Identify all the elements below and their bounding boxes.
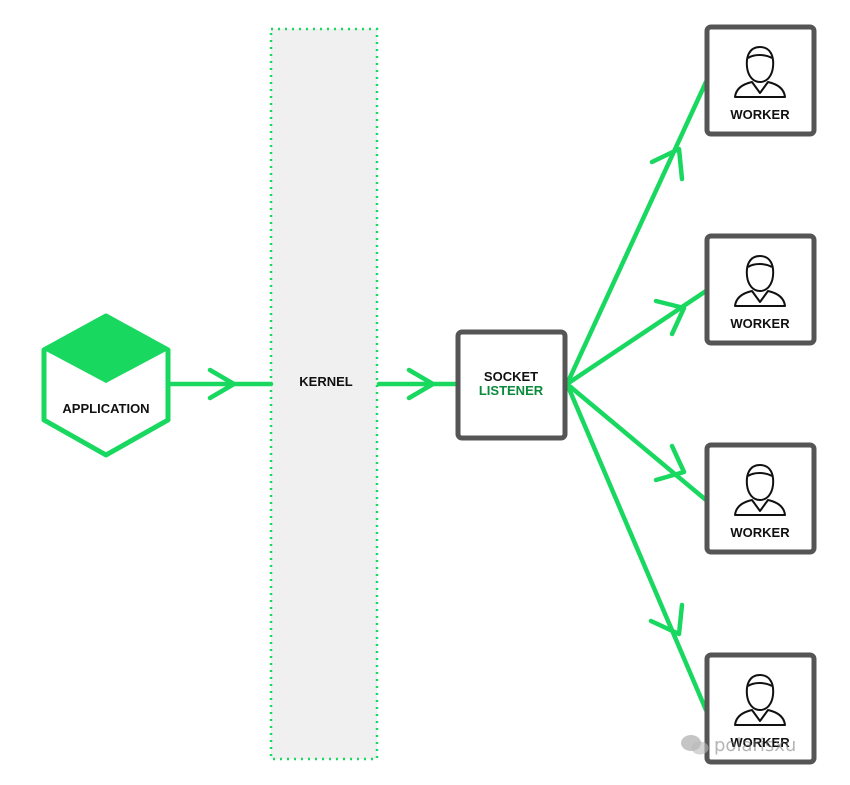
worker-box bbox=[704, 24, 817, 137]
person-icon bbox=[734, 46, 786, 98]
kernel-label: KERNEL bbox=[299, 374, 353, 389]
socket-listener-box bbox=[455, 329, 568, 441]
watermark-text: polarisxu bbox=[714, 734, 797, 756]
worker-box bbox=[704, 442, 817, 555]
worker-node-4: WORKER bbox=[704, 652, 817, 765]
worker-label: WORKER bbox=[730, 735, 790, 750]
arrow-socket-to-worker-1 bbox=[564, 79, 709, 387]
application-label: APPLICATION bbox=[62, 401, 149, 416]
watermark: polarisxu bbox=[680, 732, 796, 758]
worker-box bbox=[704, 652, 817, 765]
person-icon bbox=[734, 674, 786, 726]
kernel-layer: KERNEL bbox=[269, 27, 379, 761]
listener-label: LISTENER bbox=[479, 383, 544, 398]
hexagon-cube-top bbox=[44, 316, 168, 383]
arrow-kernel-to-socket bbox=[376, 367, 459, 401]
worker-label: WORKER bbox=[730, 107, 790, 122]
worker-box bbox=[704, 233, 817, 346]
person-icon bbox=[734, 464, 786, 516]
worker-node-2: WORKER bbox=[704, 233, 817, 346]
application-node: APPLICATION bbox=[41, 313, 171, 458]
wechat-icon bbox=[681, 735, 709, 755]
arrow-socket-to-worker-2 bbox=[564, 288, 709, 387]
arrow-socket-to-worker-4 bbox=[564, 381, 709, 713]
socket-label: SOCKET bbox=[484, 369, 538, 384]
socket-listener-node: SOCKET LISTENER bbox=[455, 329, 568, 441]
kernel-column bbox=[269, 27, 379, 761]
person-icon bbox=[734, 255, 786, 307]
connectors bbox=[166, 79, 709, 713]
arrow-app-to-kernel bbox=[166, 367, 274, 401]
worker-label: WORKER bbox=[730, 525, 790, 540]
arrow-socket-to-worker-3 bbox=[564, 381, 709, 503]
worker-node-3: WORKER bbox=[704, 442, 817, 555]
worker-label: WORKER bbox=[730, 316, 790, 331]
worker-node-1: WORKER bbox=[704, 24, 817, 137]
